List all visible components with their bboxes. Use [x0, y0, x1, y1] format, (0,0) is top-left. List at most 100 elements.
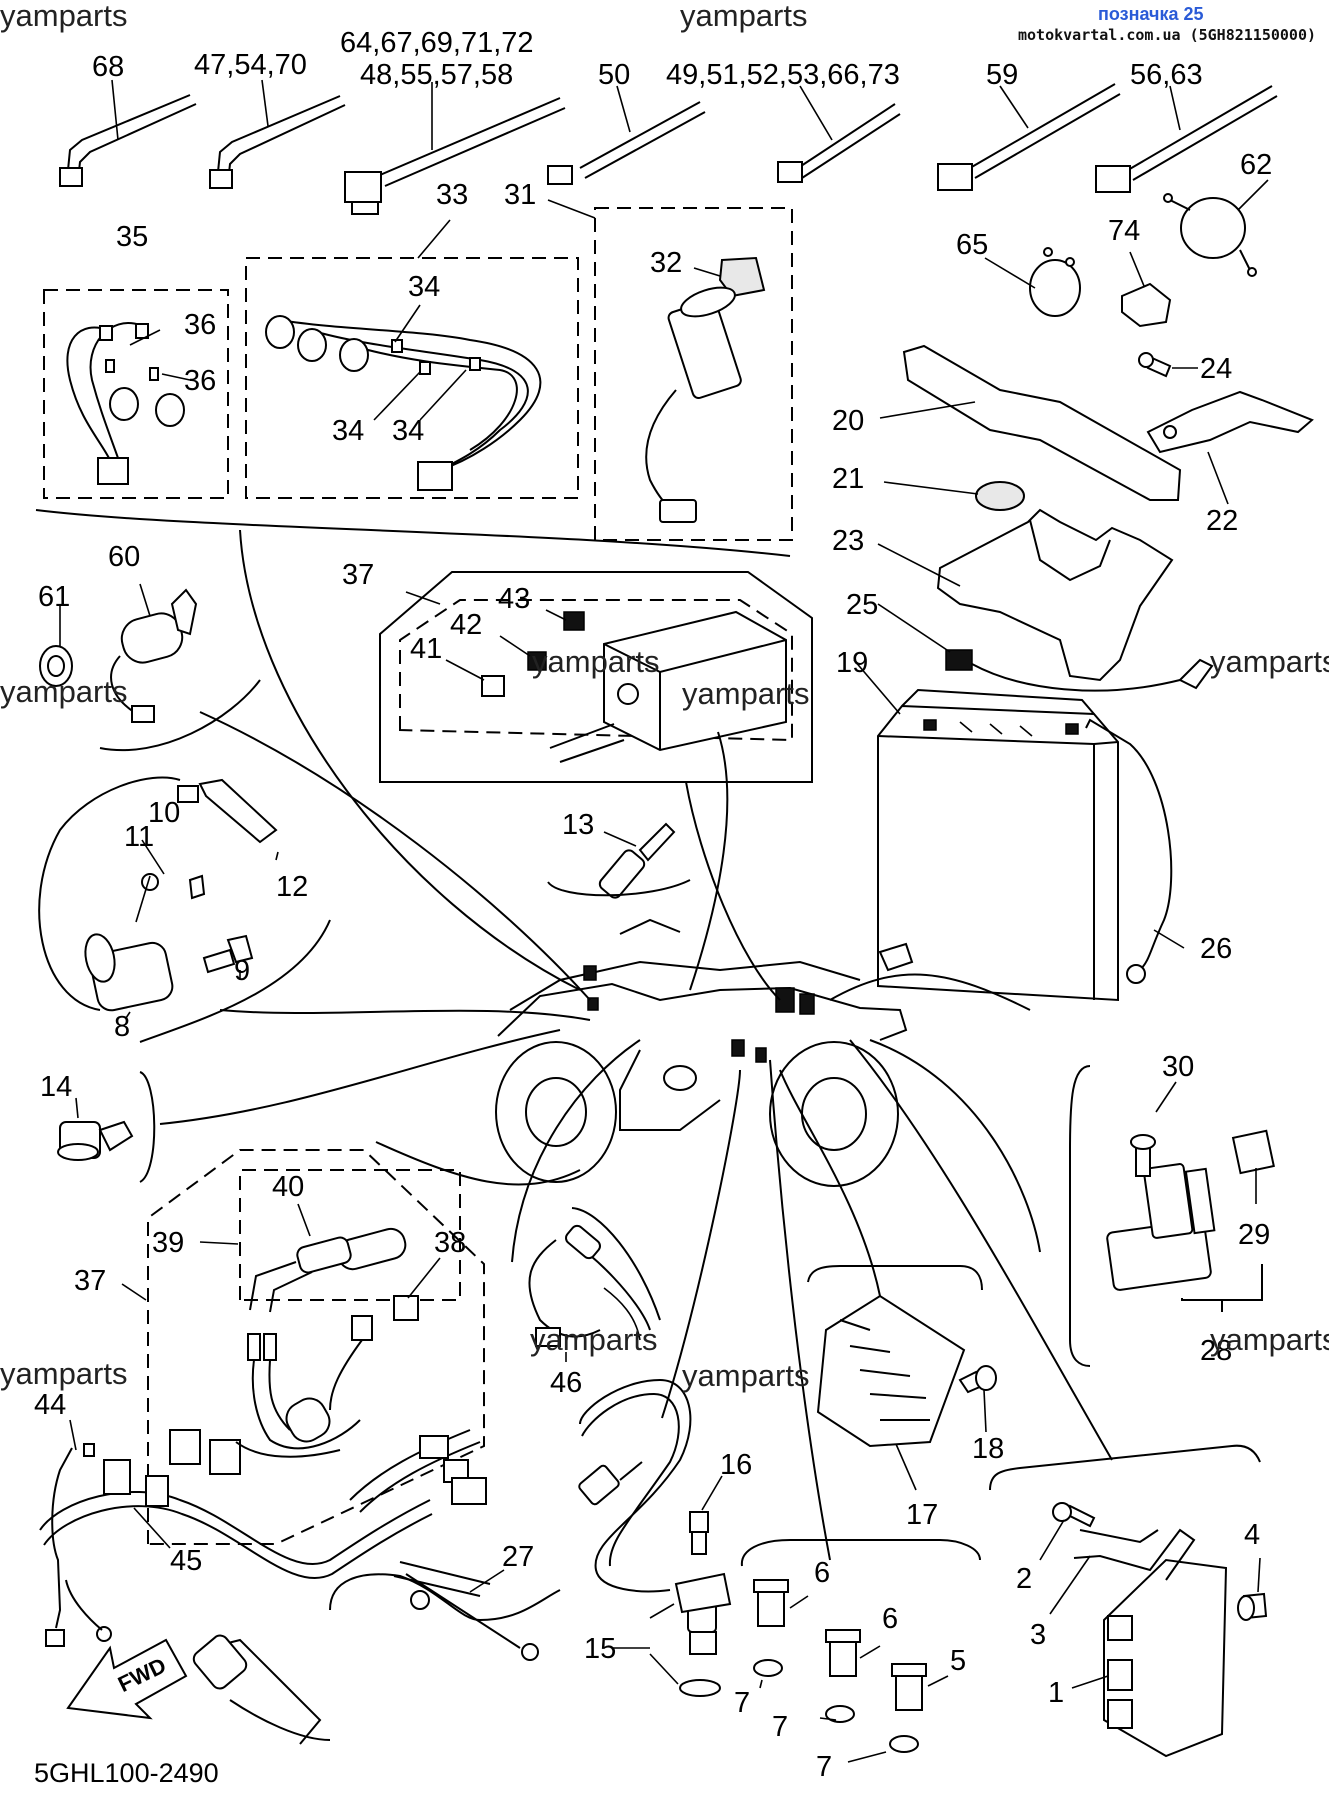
clamp-74-shape: [1121, 251, 1172, 328]
watermark: yamparts: [682, 676, 809, 711]
callout-label: 2: [1016, 1563, 1032, 1595]
callout-label: 24: [1200, 353, 1232, 385]
watermark: yamparts: [532, 644, 659, 679]
callout-label: 23: [832, 525, 864, 557]
callout-label: 7: [816, 1751, 832, 1783]
callout-label: 50: [598, 59, 630, 91]
callout-label: 7: [772, 1711, 788, 1743]
callout-label: 34: [408, 271, 440, 303]
watermark: yamparts: [680, 0, 807, 33]
callout-label: 43: [498, 583, 530, 615]
callout-label: 19: [836, 647, 868, 679]
callout-label: 44: [34, 1389, 66, 1421]
callout-label: 68: [92, 51, 124, 83]
callout-label: 12: [276, 871, 308, 903]
callout-label: 31: [504, 179, 536, 211]
callout-label: 21: [832, 463, 864, 495]
lead-46-shape: [528, 1207, 661, 1362]
watermark: yamparts: [530, 1322, 657, 1357]
switch-14-shape: [57, 1071, 156, 1183]
callout-label: 8: [114, 1011, 130, 1043]
callout-label: 47,54,70: [194, 49, 307, 81]
callout-label: 28: [1200, 1335, 1232, 1367]
relay-28-shape: [1069, 1065, 1275, 1367]
callout-label: 10: [148, 797, 180, 829]
callout-label: 35: [116, 221, 148, 253]
screw-24-shape: [1138, 352, 1198, 378]
callout-label: 11: [124, 821, 154, 853]
wire-harness-35-shape: [43, 289, 229, 499]
battery-lead-26-shape: [1085, 718, 1185, 984]
watermark: yamparts: [1210, 644, 1329, 679]
watermark: yamparts: [682, 1358, 809, 1393]
callout-label: 36: [184, 309, 216, 341]
callout-label: 25: [846, 589, 878, 621]
bands-62-65-shape: [984, 179, 1269, 317]
callout-label: 46: [550, 1367, 582, 1399]
switch-13-shape: [547, 822, 691, 899]
callout-label: 41: [410, 633, 442, 665]
callout-label: 40: [272, 1171, 304, 1203]
callout-label: 65: [956, 229, 988, 261]
callout-label: 56,63: [1130, 59, 1203, 91]
main-switch-31-shape: [594, 207, 793, 541]
rectifier-17-18-shape: [807, 1265, 997, 1491]
watermark: yamparts: [1210, 1322, 1329, 1357]
callout-label: 61: [38, 581, 70, 613]
callout-label: 36: [184, 365, 216, 397]
callout-label: 62: [1240, 149, 1272, 181]
atv-vehicle-shape: [495, 918, 914, 1187]
watermark: yamparts: [0, 674, 127, 709]
sensor-25-shape: [877, 603, 1214, 692]
watermark: yamparts: [0, 1356, 127, 1391]
callout-label: 30: [1162, 1051, 1194, 1083]
callout-label: 60: [108, 541, 140, 573]
diagram-code: 5GHL100-2490: [34, 1758, 219, 1788]
wire-harness-33-shape: [245, 257, 579, 499]
callout-label: 45: [170, 1545, 202, 1577]
callout-label: 14: [40, 1071, 72, 1103]
cable-tie-49-shape: [777, 103, 901, 183]
callout-label: 37: [74, 1265, 106, 1297]
callout-label: 33: [436, 179, 468, 211]
callout-label: 59: [986, 59, 1018, 91]
callout-label: 27: [502, 1541, 534, 1573]
battery-band-20-shape: [879, 344, 1182, 501]
callout-label: 20: [832, 405, 864, 437]
cable-tie-56-shape: [1095, 85, 1278, 193]
cable-tie-50-shape: [547, 101, 706, 185]
callout-label: 4: [1244, 1519, 1260, 1551]
callout-label: 1: [1048, 1677, 1064, 1709]
cable-tie-64-shape: [344, 97, 566, 215]
callout-label: 13: [562, 809, 594, 841]
callout-label: 7: [734, 1687, 750, 1719]
cap-21-shape: [883, 481, 1025, 511]
horn-60-61-shape: [39, 583, 261, 752]
callout-label: 3: [1030, 1619, 1046, 1651]
callout-label: 26: [1200, 933, 1232, 965]
header-title[interactable]: позначка 25: [1098, 4, 1204, 24]
callout-label: 34: [332, 415, 364, 447]
callout-label: 48,55,57,58: [360, 59, 513, 91]
starter-relay-8-shape: [38, 776, 331, 1043]
callout-label: 39: [152, 1227, 184, 1259]
callout-label: 6: [882, 1603, 898, 1635]
callout-label: 9: [234, 955, 250, 987]
callout-label: 38: [434, 1227, 466, 1259]
callout-label: 6: [814, 1557, 830, 1589]
callout-label: 34: [392, 415, 424, 447]
wire-harness-44-45-shape: [39, 1419, 561, 1745]
callout-label: 64,67,69,71,72: [340, 27, 534, 59]
callout-label: 42: [450, 609, 482, 641]
sensor-15-16-shape: [578, 1378, 732, 1697]
cable-tie-47-shape: [209, 95, 346, 189]
cable-tie-68-shape: [59, 94, 197, 187]
callout-label: 29: [1238, 1219, 1270, 1251]
battery-box-23-shape: [877, 508, 1174, 682]
callout-label: 49,51,52,53,66,73: [666, 59, 900, 91]
fuse-box-37-shape: [379, 571, 813, 783]
battery-19-shape: [853, 659, 1119, 1002]
callout-label: 5: [950, 1645, 966, 1677]
bracket-22-shape: [1146, 390, 1314, 505]
